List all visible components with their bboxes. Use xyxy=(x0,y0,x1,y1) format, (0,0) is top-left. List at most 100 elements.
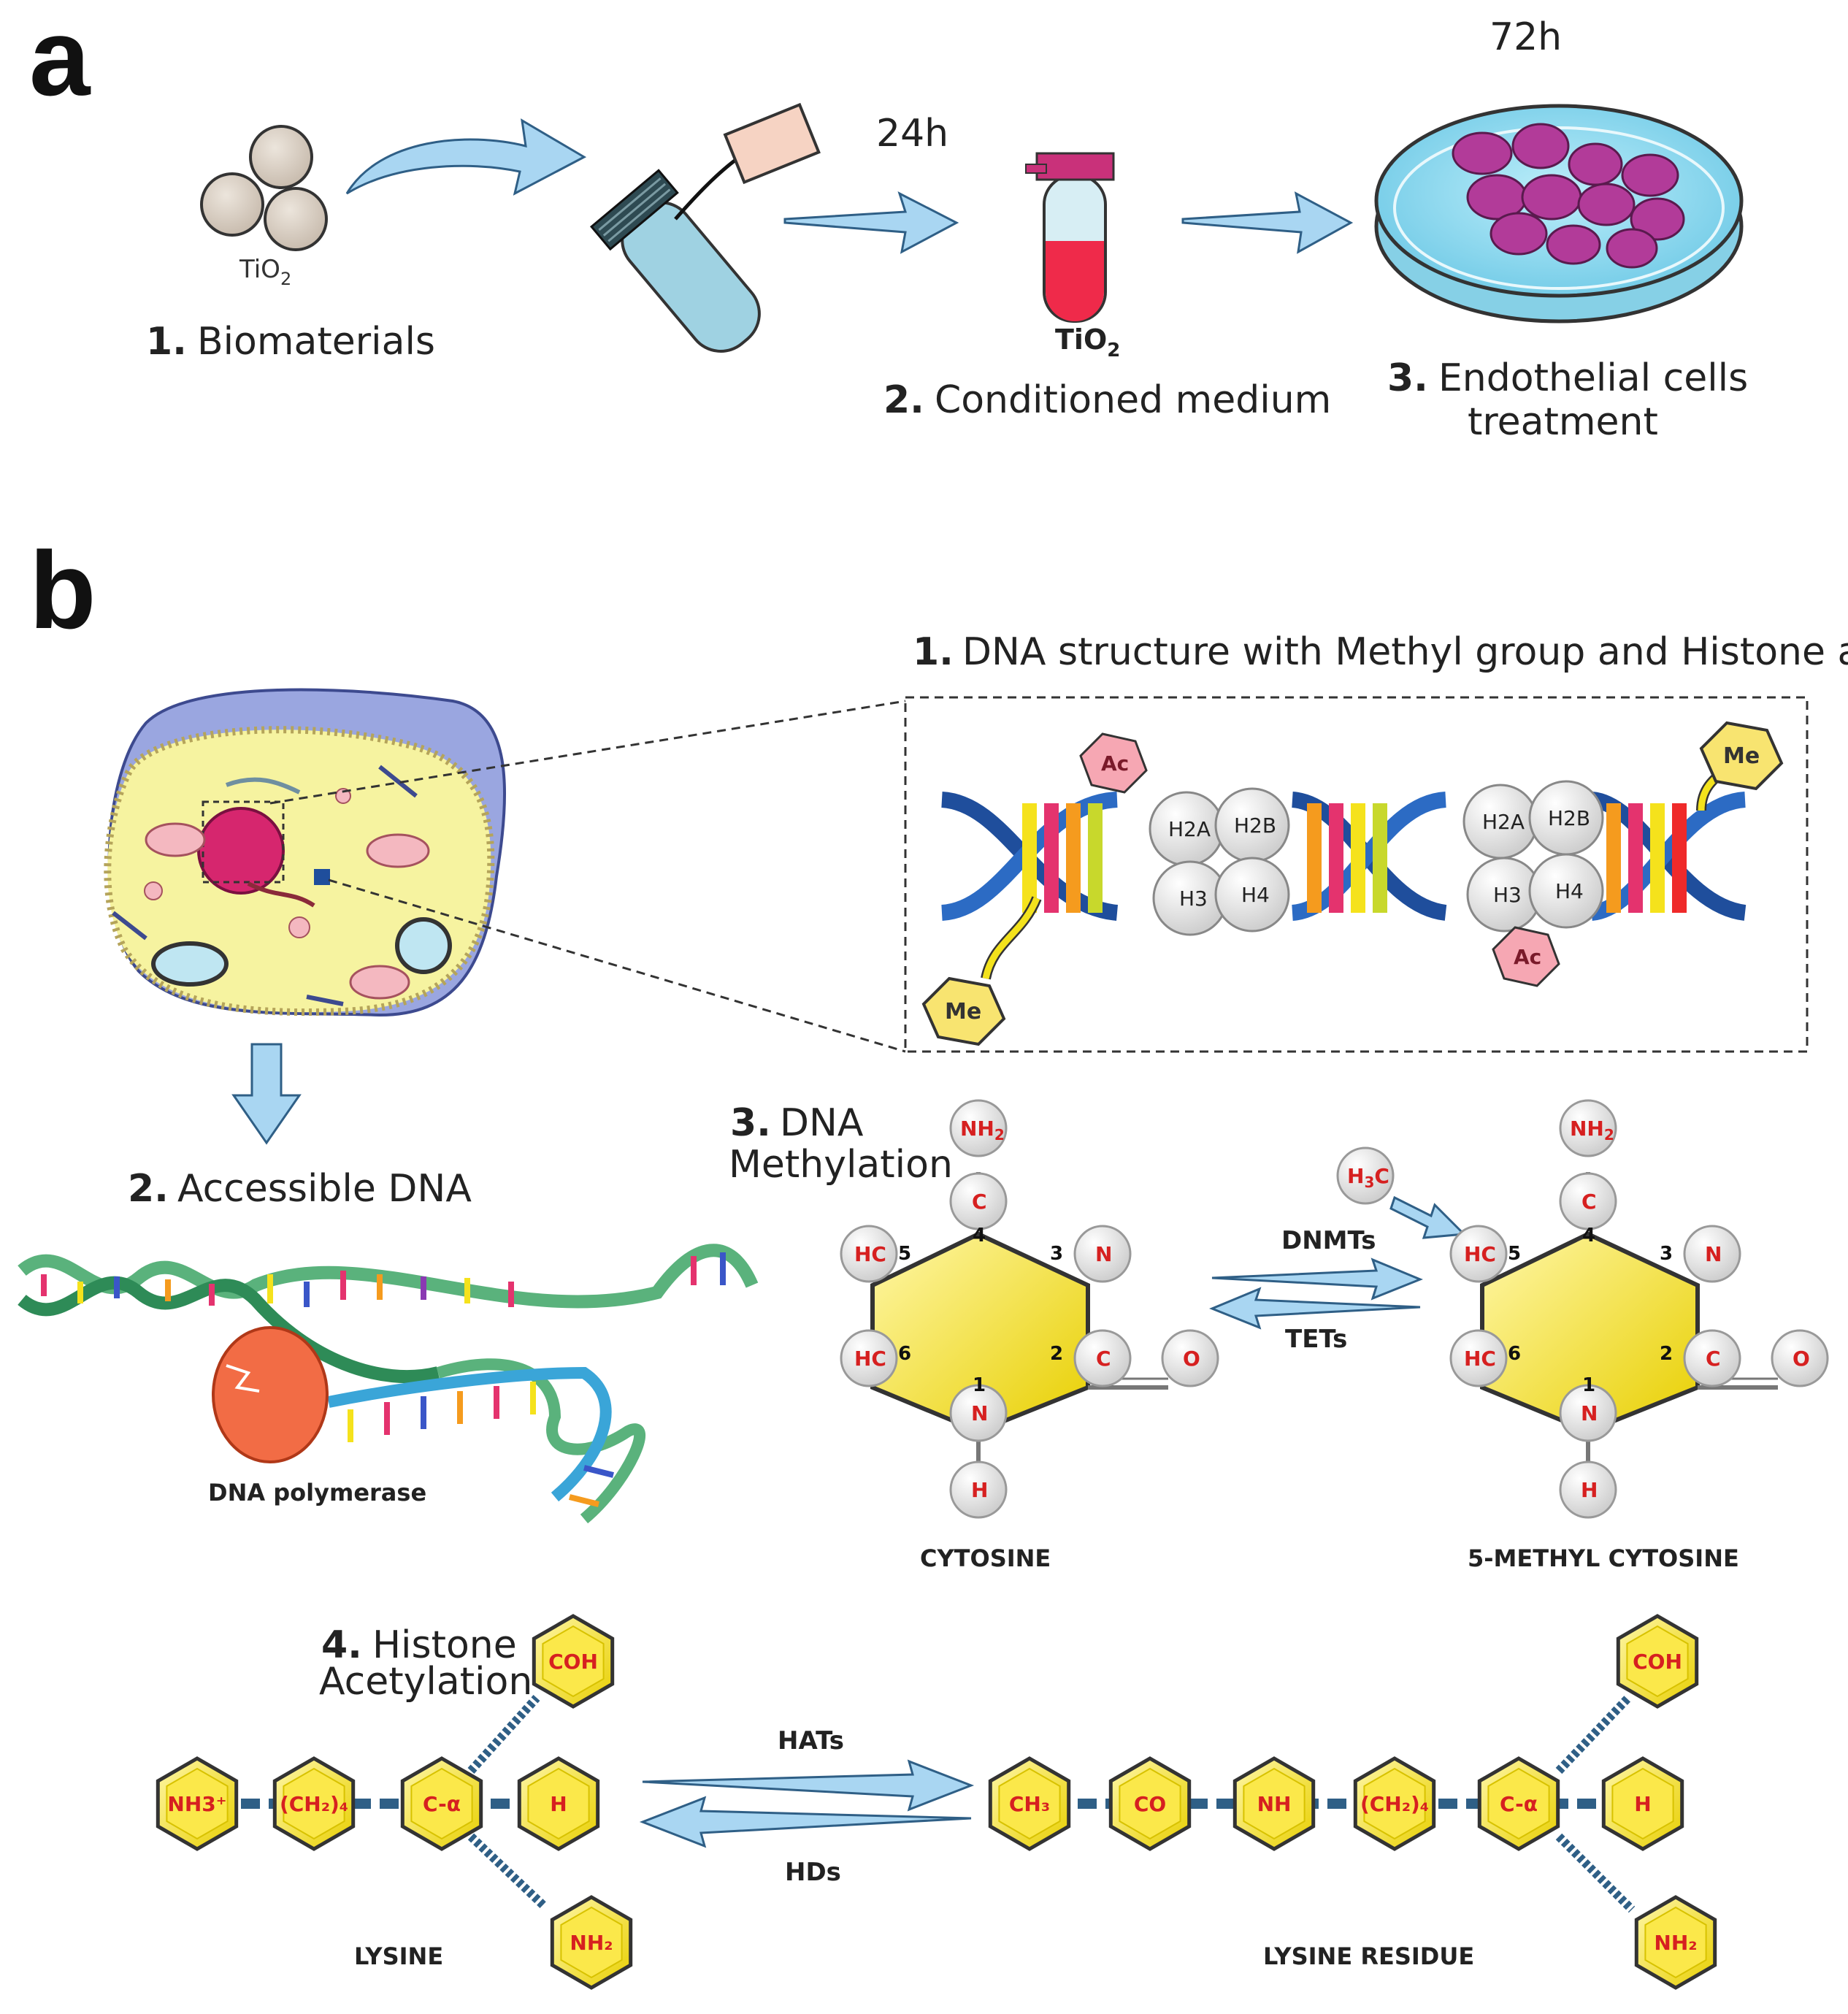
svg-text:1: 1 xyxy=(973,1374,986,1396)
arrow-left-icon xyxy=(1209,1287,1421,1330)
arrow-left-icon xyxy=(639,1796,972,1848)
endothelial-cells-icon xyxy=(1452,123,1685,269)
zoom-line xyxy=(328,878,906,1053)
arrow-right-icon xyxy=(1181,191,1354,254)
lysine-hexagon: H xyxy=(517,1756,600,1851)
histone-label: H2A xyxy=(1482,810,1525,834)
hexagon-label: NH₂ xyxy=(1654,1931,1697,1955)
methyl-donor xyxy=(1336,1146,1395,1205)
hexagon-label: COH xyxy=(548,1650,598,1674)
histone-octamer-1: H2A H2B H3 H4 xyxy=(1149,787,1290,936)
b-step4-label-line1: 4.Histone xyxy=(321,1623,517,1667)
svg-text:2: 2 xyxy=(1660,1343,1673,1365)
svg-text:5: 5 xyxy=(1508,1243,1521,1265)
lysine-hexagon: C-α xyxy=(400,1756,483,1851)
svg-text:6: 6 xyxy=(1508,1343,1521,1365)
dna-helix-icon xyxy=(940,792,1747,921)
test-tube-icon xyxy=(590,102,821,353)
b-step2-label: 2.Accessible DNA xyxy=(128,1167,472,1211)
atom-label: N xyxy=(971,1401,988,1425)
arrow-right-icon xyxy=(1211,1257,1423,1301)
cell-icon xyxy=(104,688,507,1017)
svg-text:3: 3 xyxy=(1660,1243,1673,1265)
atom-label: C xyxy=(1581,1190,1597,1214)
svg-text:6: 6 xyxy=(898,1343,911,1365)
lysine-hexagon: (CH₂)₄ xyxy=(272,1756,356,1851)
tio2-discs-icon xyxy=(200,125,328,251)
atom-label: H xyxy=(1581,1478,1598,1502)
cytosine-molecule: NH2 C N C O N H HC HC 1 2 3 4 5 6 xyxy=(840,1099,1219,1519)
lysine-molecule: NH3⁺ (CH₂)₄ C-α H COH NH₂ xyxy=(156,1614,633,1990)
atom-label: HC xyxy=(854,1347,886,1371)
histone-label: H2A xyxy=(1168,817,1211,841)
methyl-cytosine-molecule: NH2 C N C O N H HC HC 1 2 3 4 5 6 xyxy=(1449,1099,1829,1519)
panel-a: a TiO2 1.Biomaterials 24 xyxy=(29,0,1748,444)
svg-text:1: 1 xyxy=(1582,1374,1595,1396)
methyl-cytosine-label: 5-METHYL CYTOSINE xyxy=(1468,1544,1739,1572)
histone-label: H4 xyxy=(1555,879,1584,903)
atom-label: N xyxy=(1581,1401,1598,1425)
tio2-small-label: TiO2 xyxy=(239,255,291,289)
hexagon-label: CO xyxy=(1134,1792,1166,1816)
step2-label: 2.Conditioned medium xyxy=(883,378,1331,422)
hexagon-label: COH xyxy=(1633,1650,1682,1674)
conditioned-medium-tube-icon xyxy=(1025,152,1115,323)
b-step1-title: 1.DNA structure with Methyl group and Hi… xyxy=(913,630,1848,674)
panel-b-letter: b xyxy=(29,529,96,651)
arrow-down-icon xyxy=(231,1043,302,1145)
b-step3-label-line2: Methylation xyxy=(729,1143,953,1187)
accessible-dna-icon xyxy=(18,1244,759,1524)
tube-tio2-label: TiO2 xyxy=(1055,323,1120,361)
residue-hexagon: C-α xyxy=(1477,1756,1560,1851)
hexagon-label: NH3⁺ xyxy=(167,1792,226,1816)
hds-label: HDs xyxy=(785,1858,841,1887)
b-step4-label-line2: Acetylation xyxy=(319,1660,532,1704)
lysine-residue-molecule: CH₃ CO NH (CH₂)₄ C-α H COH NH₂ xyxy=(988,1614,1717,1990)
hexagon-label: H xyxy=(1634,1792,1651,1816)
lysine-hexagon: NH3⁺ xyxy=(156,1756,239,1851)
b-step3-label-line1: 3.DNA xyxy=(730,1101,864,1145)
svg-text:2: 2 xyxy=(1050,1343,1063,1365)
atom-label: HC xyxy=(854,1242,886,1266)
residue-hexagon: CO xyxy=(1108,1756,1192,1851)
residue-hexagon: NH xyxy=(1232,1756,1316,1851)
residue-hexagon: H xyxy=(1601,1756,1684,1851)
atom-label: C xyxy=(1706,1347,1721,1371)
hexagon-label: C-α xyxy=(1500,1792,1538,1816)
step1-label: 1.Biomaterials xyxy=(146,320,435,364)
time-24h: 24h xyxy=(876,112,948,156)
atom-label: N xyxy=(1095,1242,1112,1266)
atom-label: HC xyxy=(1464,1242,1496,1266)
hexagon-label: H xyxy=(550,1792,567,1816)
acetyl-tag-icon: Ac xyxy=(1079,732,1148,794)
panel-b: b 1.DNA structure with Methyl gr xyxy=(18,529,1848,1990)
lysine-hexagon: NH₂ xyxy=(550,1895,633,1990)
residue-hexagon: NH₂ xyxy=(1634,1895,1717,1990)
hexagon-label: CH₃ xyxy=(1009,1792,1050,1816)
atom-label: H xyxy=(971,1478,988,1502)
histone-label: H2B xyxy=(1234,813,1276,838)
histone-label: H3 xyxy=(1493,883,1522,907)
methyl-tag-icon: Me xyxy=(921,896,1042,1046)
residue-hexagon: (CH₂)₄ xyxy=(1353,1756,1436,1851)
step3-label-line2: treatment xyxy=(1468,400,1658,444)
hexagon-label: (CH₂)₄ xyxy=(280,1792,348,1816)
hexagon-label: C-α xyxy=(423,1792,461,1816)
atom-label: C xyxy=(1096,1347,1111,1371)
hexagon-label: NH₂ xyxy=(570,1931,613,1955)
acetyl-tag-icon: Ac xyxy=(1492,926,1560,987)
svg-text:5: 5 xyxy=(898,1243,911,1265)
arrow-right-icon xyxy=(783,191,959,254)
hexagon-label: (CH₂)₄ xyxy=(1360,1792,1429,1816)
svg-text:Ac: Ac xyxy=(1514,945,1541,969)
svg-text:4: 4 xyxy=(1582,1225,1595,1247)
residue-hexagon: COH xyxy=(1616,1614,1699,1709)
cytosine-label: CYTOSINE xyxy=(920,1544,1051,1572)
histone-label: H4 xyxy=(1241,883,1270,907)
svg-text:Me: Me xyxy=(945,999,981,1025)
lysine-label: LYSINE xyxy=(354,1942,443,1970)
step3-label-line1: 3.Endothelial cells xyxy=(1387,356,1748,400)
arrow-diagonal-icon xyxy=(1389,1195,1467,1239)
panel-a-letter: a xyxy=(29,0,91,118)
